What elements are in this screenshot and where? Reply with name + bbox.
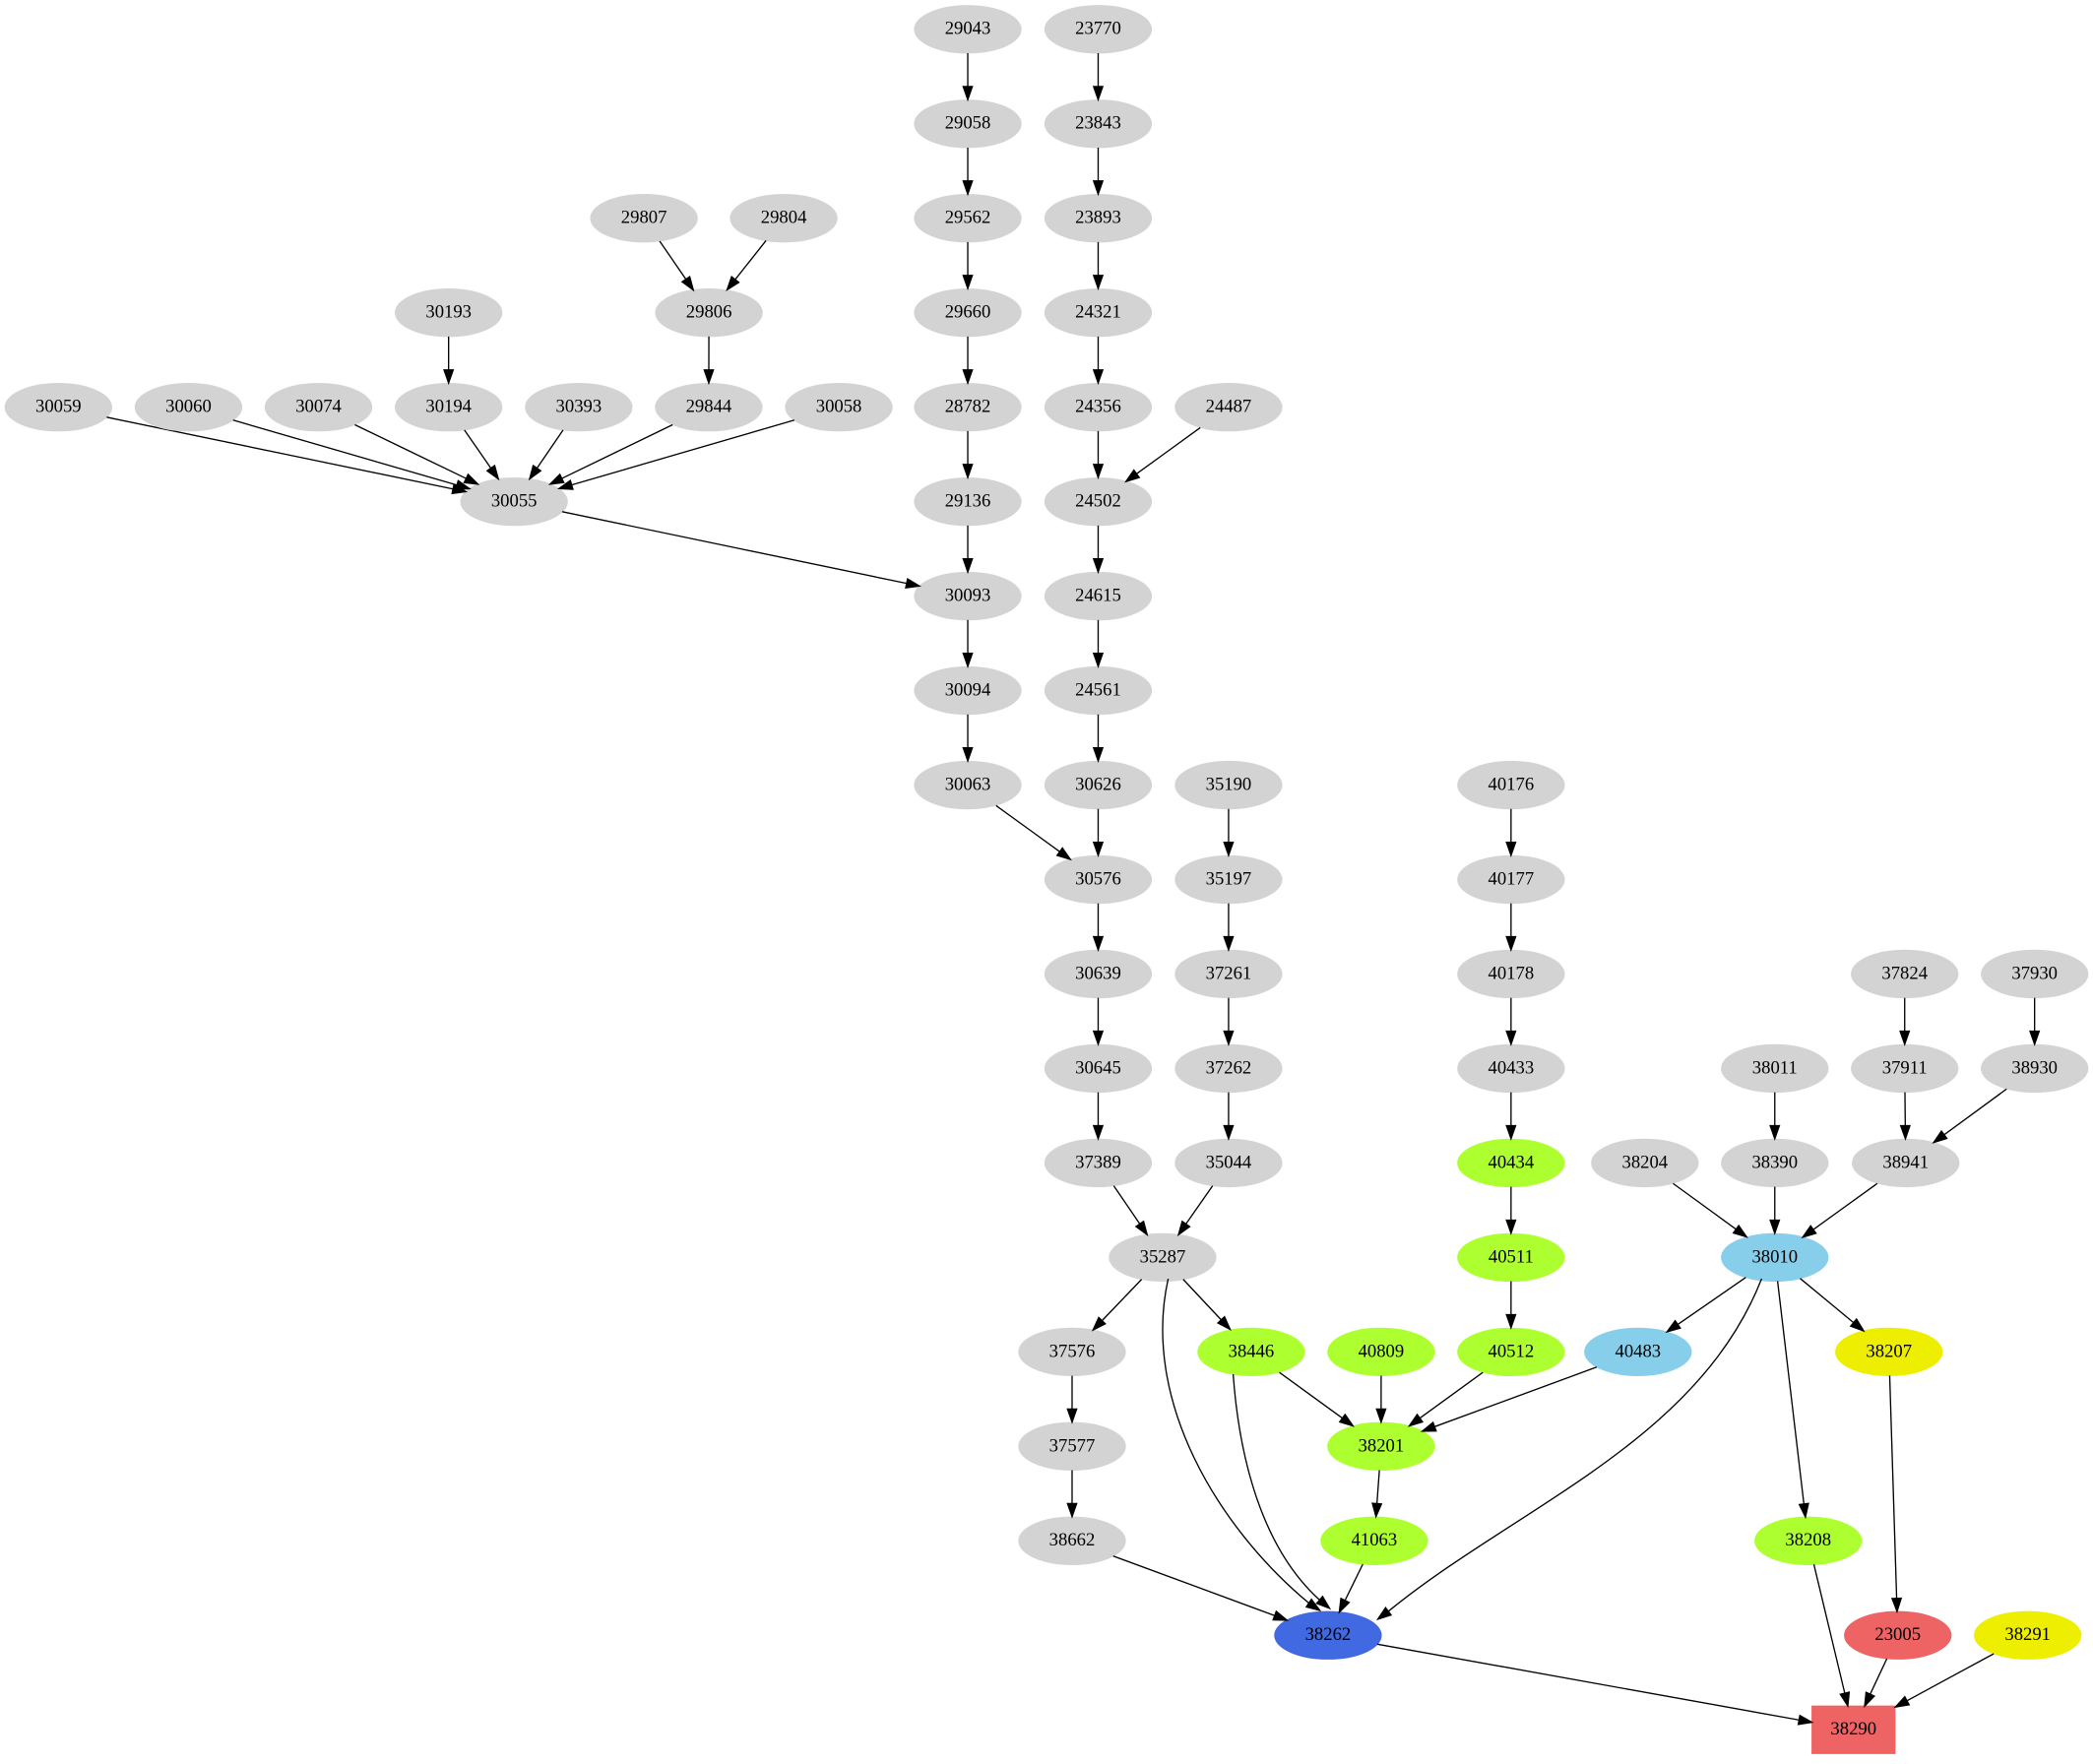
- svg-text:40809: 40809: [1359, 1341, 1405, 1361]
- svg-text:38446: 38446: [1229, 1341, 1275, 1361]
- svg-text:24356: 24356: [1075, 397, 1121, 417]
- svg-text:38930: 38930: [2011, 1057, 2058, 1078]
- svg-text:24487: 24487: [1206, 397, 1252, 417]
- svg-text:40483: 40483: [1615, 1341, 1661, 1361]
- svg-text:38262: 38262: [1305, 1624, 1352, 1645]
- svg-text:38204: 38204: [1621, 1152, 1668, 1172]
- svg-text:30645: 30645: [1075, 1057, 1121, 1078]
- svg-text:40178: 40178: [1489, 963, 1535, 983]
- svg-text:41063: 41063: [1352, 1530, 1398, 1550]
- svg-text:30576: 30576: [1075, 868, 1121, 889]
- svg-text:28782: 28782: [945, 397, 991, 417]
- svg-text:37930: 37930: [2011, 963, 2058, 983]
- svg-text:29807: 29807: [621, 208, 667, 228]
- svg-text:37262: 37262: [1206, 1057, 1252, 1078]
- svg-text:29562: 29562: [945, 208, 991, 228]
- svg-text:38390: 38390: [1751, 1152, 1798, 1172]
- svg-text:38011: 38011: [1752, 1057, 1798, 1078]
- svg-text:38207: 38207: [1866, 1341, 1912, 1361]
- svg-text:37911: 37911: [1882, 1057, 1928, 1078]
- svg-text:29660: 29660: [945, 302, 991, 323]
- svg-text:30193: 30193: [425, 302, 472, 323]
- svg-text:37261: 37261: [1206, 963, 1252, 983]
- svg-text:35190: 35190: [1206, 774, 1252, 794]
- svg-text:30626: 30626: [1075, 774, 1121, 794]
- svg-text:37577: 37577: [1049, 1435, 1096, 1456]
- svg-text:38941: 38941: [1882, 1152, 1929, 1172]
- svg-text:40434: 40434: [1489, 1152, 1535, 1172]
- svg-text:29058: 29058: [945, 113, 991, 134]
- svg-text:35044: 35044: [1206, 1152, 1252, 1172]
- svg-text:29804: 29804: [761, 208, 807, 228]
- svg-text:35197: 35197: [1206, 868, 1252, 889]
- svg-text:38291: 38291: [2004, 1624, 2051, 1645]
- svg-text:30094: 30094: [945, 679, 991, 700]
- svg-text:38201: 38201: [1359, 1435, 1405, 1456]
- svg-text:23770: 23770: [1075, 19, 1121, 39]
- svg-text:30074: 30074: [295, 397, 342, 417]
- svg-text:30194: 30194: [425, 397, 472, 417]
- svg-text:38662: 38662: [1049, 1530, 1096, 1550]
- svg-text:30639: 30639: [1075, 963, 1121, 983]
- svg-text:30093: 30093: [945, 586, 991, 606]
- svg-text:23843: 23843: [1075, 113, 1121, 134]
- svg-text:38290: 38290: [1830, 1719, 1876, 1739]
- svg-text:30059: 30059: [35, 397, 82, 417]
- svg-text:23005: 23005: [1874, 1624, 1921, 1645]
- svg-text:24502: 24502: [1075, 491, 1121, 512]
- svg-text:30063: 30063: [945, 774, 991, 794]
- svg-text:23893: 23893: [1075, 208, 1121, 228]
- svg-text:29136: 29136: [945, 491, 991, 512]
- svg-text:37576: 37576: [1049, 1341, 1096, 1361]
- svg-text:40177: 40177: [1489, 868, 1535, 889]
- svg-text:38010: 38010: [1751, 1246, 1798, 1267]
- svg-text:40512: 40512: [1489, 1341, 1535, 1361]
- svg-text:24561: 24561: [1075, 679, 1121, 700]
- svg-text:40433: 40433: [1489, 1057, 1535, 1078]
- svg-text:38208: 38208: [1785, 1530, 1831, 1550]
- svg-text:24321: 24321: [1075, 302, 1121, 323]
- svg-text:40176: 40176: [1489, 774, 1535, 794]
- svg-text:29806: 29806: [686, 302, 732, 323]
- svg-text:29043: 29043: [945, 19, 991, 39]
- svg-text:30393: 30393: [556, 397, 603, 417]
- svg-text:30058: 30058: [816, 397, 862, 417]
- svg-text:24615: 24615: [1075, 586, 1121, 606]
- svg-text:29844: 29844: [686, 397, 732, 417]
- svg-text:37389: 37389: [1075, 1152, 1121, 1172]
- svg-text:40511: 40511: [1489, 1246, 1534, 1267]
- svg-text:37824: 37824: [1881, 963, 1928, 983]
- svg-text:35287: 35287: [1140, 1246, 1186, 1267]
- svg-text:30055: 30055: [491, 491, 538, 512]
- svg-text:30060: 30060: [165, 397, 212, 417]
